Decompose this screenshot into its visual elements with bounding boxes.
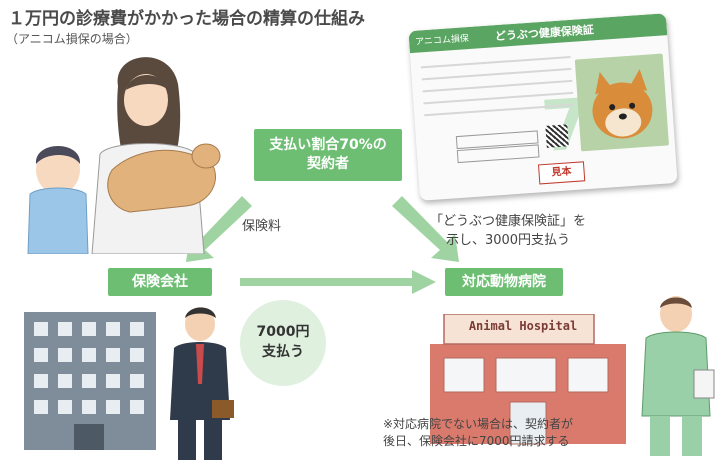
- contractor-line1: 支払い割合70%の: [269, 137, 387, 153]
- qr-code-icon: [545, 124, 569, 148]
- footnote: ※対応病院でない場合は、契約者が 後日、保険会社に7000円請求する: [383, 416, 573, 450]
- sample-stamp: 見本: [537, 161, 586, 185]
- payment-action: 支払う: [262, 344, 304, 360]
- shiba-dog-icon: [592, 69, 653, 139]
- contractor-line2: 契約者: [307, 156, 349, 172]
- arrow-insurer-to-hospital: [240, 270, 436, 294]
- hospital-sign: Animal Hospital: [468, 319, 578, 333]
- page-title: １万円の診療費がかかった場合の精算の仕組み: [8, 9, 365, 29]
- contractor-box: 支払い割合70%の 契約者: [254, 129, 402, 181]
- show-card-line2: 示し、3000円支払う: [445, 233, 571, 248]
- footnote-line2: 後日、保険会社に7000円請求する: [383, 434, 570, 448]
- premium-label: 保険料: [242, 219, 282, 234]
- footnote-line1: ※対応病院でない場合は、契約者が: [383, 417, 574, 431]
- card-line: [420, 55, 571, 69]
- office-building-illustration: [24, 312, 156, 450]
- businessman-illustration: [170, 307, 234, 460]
- pet-insurance-card: アニコム損保 どうぶつ健康保険証 70 見本: [408, 13, 678, 201]
- dog-photo: [574, 53, 669, 152]
- animal-hospital-illustration: [430, 314, 626, 445]
- card-line: [421, 67, 572, 81]
- hospital-box: 対応動物病院: [445, 268, 563, 296]
- page-subtitle: （アニコム損保の場合）: [6, 32, 138, 46]
- veterinarian-illustration: [641, 296, 715, 456]
- payment-amount: 7000円: [256, 324, 310, 340]
- family-with-dog-illustration: [27, 57, 221, 254]
- show-card-text: 「どうぶつ健康保険証」を 示し、3000円支払う: [430, 212, 586, 250]
- arrow-to-hospital: [392, 196, 459, 262]
- show-card-line1: 「どうぶつ健康保険証」を: [430, 214, 587, 229]
- payment-bubble: 7000円 支払う: [240, 300, 326, 386]
- insurer-box: 保険会社: [108, 268, 212, 296]
